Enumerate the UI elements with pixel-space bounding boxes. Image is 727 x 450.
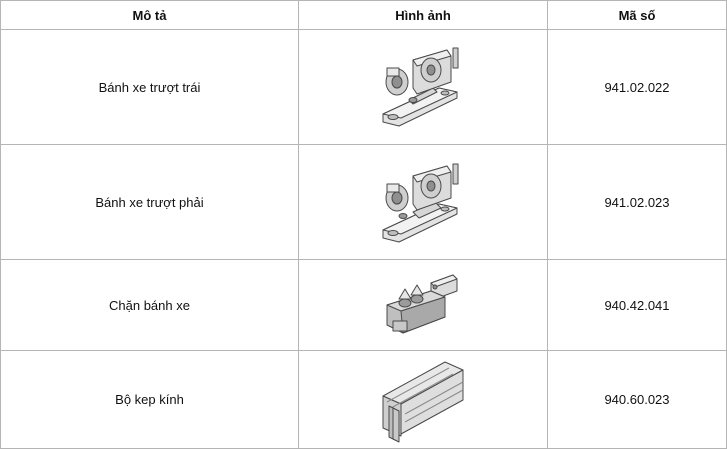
row-description: Bộ kep kính [0,350,299,449]
left-sliding-wheel-icon [382,47,459,127]
table-row: Bánh xe trượt trái [0,29,727,145]
row-description: Chặn bánh xe [0,259,299,351]
header-row: Mô tả Hình ảnh Mã số [0,0,727,30]
row-image-cell [298,29,548,145]
header-image: Hình ảnh [298,0,548,30]
table-row: Bánh xe trượt phải [0,144,727,260]
table-row: Bộ kep kính [0,350,727,449]
row-code: 941.02.023 [547,144,727,260]
wheel-stopper-icon [386,274,458,334]
header-code: Mã số [547,0,727,30]
right-sliding-wheel-icon [382,163,459,243]
row-code: 940.60.023 [547,350,727,449]
row-image-cell [298,350,548,449]
row-description: Bánh xe trượt trái [0,29,299,145]
row-image-cell [298,144,548,260]
table-row: Chặn bánh xe [0,259,727,351]
row-code: 940.42.041 [547,259,727,351]
row-description: Bánh xe trượt phải [0,144,299,260]
row-image-cell [298,259,548,351]
row-code: 941.02.022 [547,29,727,145]
header-description: Mô tả [0,0,299,30]
glass-clamp-icon [382,361,464,442]
